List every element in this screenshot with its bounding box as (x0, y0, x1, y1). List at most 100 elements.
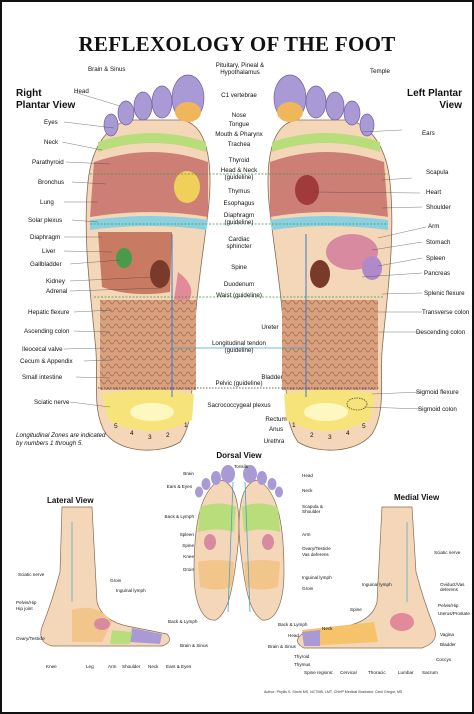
zone-number: 3 (148, 434, 152, 441)
medial-foot (297, 506, 436, 649)
label-pelvic-guideline: Pelvic (guideline) (215, 380, 263, 387)
dorsal-label-inguinal-lymph: Inguinal lymph (302, 575, 332, 580)
dorsal-label-arm: Arm (302, 532, 311, 537)
medial-label-brain-sinus: Brain & Sinus (268, 644, 296, 649)
label-rectum: Rectum (265, 416, 287, 423)
label-pancreas: Pancreas (424, 270, 451, 277)
label-heart: Heart (426, 189, 442, 196)
label-neck: Neck (44, 139, 59, 146)
right-plantar-foot (85, 74, 211, 451)
dorsal-label-vas-deferens: Vas deferens (302, 552, 329, 557)
lateral-label-leg: Leg (86, 664, 94, 669)
left-plantar-foot (267, 74, 393, 451)
right-plantar-view-heading: Right Plantar View (16, 88, 76, 111)
label-trachea: Trachea (227, 141, 251, 148)
medial-label-lumbar: Lumbar (398, 670, 414, 675)
medial-label-vagina: Vagina (440, 632, 454, 637)
label-diaphragm-guideline: Diaphragm (guideline) (223, 212, 255, 226)
label-ears: Ears (422, 130, 435, 137)
zone-number: 2 (166, 432, 170, 439)
label-liver: Liver (42, 248, 56, 255)
label-sigmoid-flexure: Sigmoid flexure (416, 389, 459, 396)
leader-lines (61, 91, 427, 410)
label-urethra: Urethra (263, 438, 285, 445)
label-splenic-flexure: Splenic flexure (424, 290, 465, 297)
dorsal-label-back-lymph: Back & Lymph (164, 514, 194, 519)
label-sacrococcygeal-plexus: Sacrococcygeal plexus (207, 402, 271, 409)
label-parathyroid: Parathyroid (32, 159, 64, 166)
guidelines (90, 173, 388, 389)
lateral-label-back-lymph: Back & Lymph (168, 619, 198, 624)
lateral-label-ears-eyes: Ears & Eyes (166, 664, 192, 669)
label-bladder: Bladder (261, 374, 283, 381)
label-arm: Arm (428, 223, 440, 230)
zone-number: 4 (346, 430, 350, 437)
dorsal-label-neck: Neck (302, 488, 313, 493)
label-longitudinal-tendon: Longitudinal tendon (guideline) (211, 340, 267, 354)
label-tongue: Tongue (228, 121, 250, 128)
lateral-label-groin: Groin (110, 578, 122, 583)
label-diaphragm: Diaphragm (30, 234, 61, 241)
zone-number: 3 (328, 434, 332, 441)
label-waist-guideline: Waist (guideline) (216, 292, 262, 299)
label-nose: Nose (231, 112, 247, 119)
medial-label-thoracic: Thoracic (368, 670, 386, 675)
label-temple: Temple (370, 68, 390, 75)
medial-label-thymus: Thymus (294, 662, 311, 667)
dorsal-label-tonsils: Tonsils (234, 464, 249, 469)
label-ileocecal-valve: Ileocecal valve (22, 346, 63, 353)
medial-label-inguinal-lymph: Inguinal lymph (362, 582, 392, 587)
label-kidney: Kidney (46, 278, 65, 285)
label-solar-plexus: Solar plexus (28, 217, 63, 224)
dorsal-label-knee: Knee (183, 554, 194, 559)
dorsal-label-ovary-testicle: Ovary/Testicle (302, 546, 331, 551)
label-brain-sinus: Brain & Sinus (88, 66, 126, 73)
label-bronchus: Bronchus (38, 179, 65, 186)
medial-label-coccyx: Coccyx (436, 657, 452, 662)
label-cecum-appendix: Cecum & Appendix (20, 358, 73, 365)
label-shoulder: Shoulder (426, 204, 451, 211)
lateral-label-sciatic-nerve: Sciatic nerve (18, 572, 45, 577)
label-stomach: Stomach (426, 239, 451, 246)
medial-label-bladder: Bladder (440, 642, 456, 647)
label-esophagus: Esophagus (223, 200, 255, 207)
zone-number: 2 (310, 432, 314, 439)
zones-note: Longitudinal Zones are indicated by numb… (16, 432, 106, 447)
lateral-foot (40, 506, 170, 647)
lateral-label-pelvis-hip: Pelvis/Hip (16, 600, 37, 605)
lateral-label-neck: Neck (148, 664, 159, 669)
medial-label-sacrum: Sacrum (422, 670, 438, 675)
label-transverse-colon: Transverse colon (422, 309, 470, 316)
medial-label-thyroid: Thyroid (294, 654, 310, 659)
medial-label-pelvis-hip: Pelvis/Hip (438, 603, 459, 608)
label-anus: Anus (268, 426, 284, 433)
label-eyes: Eyes (44, 119, 58, 126)
label-head-neck-guideline: Head & Neck (guideline) (220, 167, 258, 181)
lateral-label-inguinal-lymph: Inguinal lymph (116, 588, 146, 593)
medial-label-oviduct: Oviduct/Vas deferens (440, 582, 465, 593)
poster-title: REFLEXOLOGY OF THE FOOT (78, 32, 396, 56)
label-gallbladder: Gallbladder (30, 261, 62, 268)
dorsal-label-groin-right: Groin (302, 586, 314, 591)
zone-number: 5 (114, 423, 118, 430)
label-small-intestine: Small intestine (22, 374, 63, 381)
dorsal-label-spleen: Spleen (179, 532, 194, 537)
medial-label-cervical: Cervical (340, 670, 357, 675)
lateral-label-hip-joint: Hip joint (16, 606, 33, 611)
label-duodenum: Duodenum (223, 281, 255, 288)
label-ascending-colon: Ascending colon (24, 328, 70, 335)
label-thyroid: Thyroid (228, 157, 250, 164)
label-head: Head (74, 88, 89, 95)
label-sciatic-nerve: Sciatic nerve (34, 399, 70, 406)
zone-number: 5 (362, 423, 366, 430)
label-spleen: Spleen (426, 255, 446, 262)
lateral-label-ovary-testicle: Ovary/Testicle (16, 636, 45, 641)
medial-label-back-lymph: Back & Lymph (278, 622, 308, 627)
medial-view-heading: Medial View (394, 493, 440, 502)
author-credit: Author: Phyllis S. Strohl MS, NCTMB, LMT… (264, 690, 403, 694)
medial-label-uterus-prostate: Uterus/Prostate (438, 611, 470, 616)
medial-label-neck: Neck (322, 626, 333, 631)
lateral-label-shoulder: Shoulder (122, 664, 141, 669)
dorsal-label-brain: Brain (183, 471, 194, 476)
